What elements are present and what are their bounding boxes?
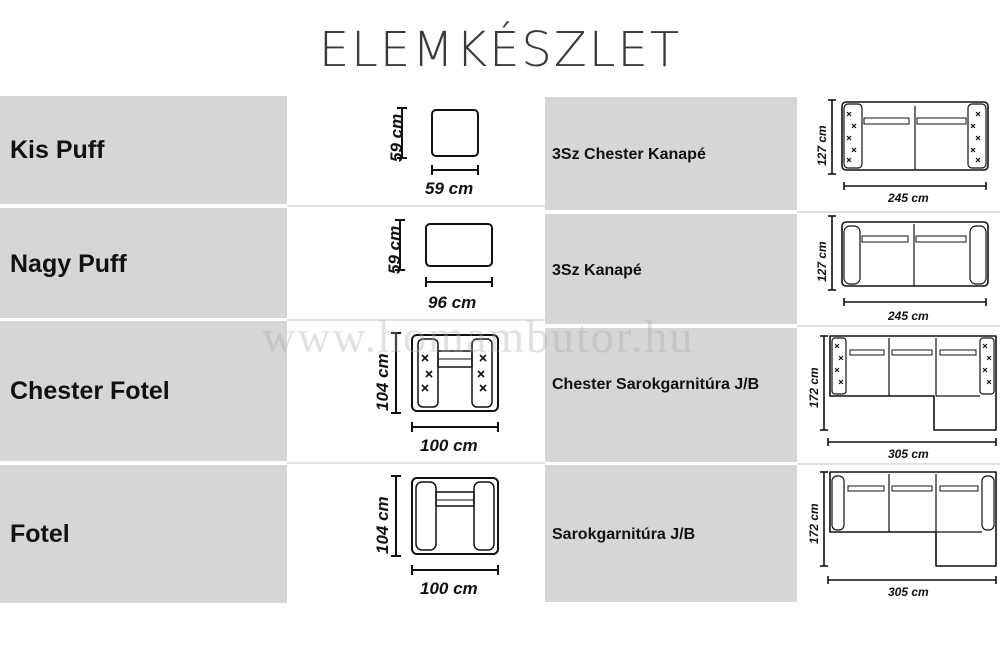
height-dimension: 59 cm: [387, 114, 406, 162]
sofa-icon: 127 cm 245 cm: [815, 215, 989, 323]
item-label-3sz-kanape: 3Sz Kanapé: [552, 262, 642, 279]
row-divider: [797, 211, 1000, 213]
right-label-cell: [545, 214, 797, 324]
item-label-sarokgarnitura: Sarokgarnitúra J/B: [552, 526, 696, 543]
height-dimension: 104 cm: [373, 353, 392, 411]
item-label-chester-sarokgarnitura: Chester Sarokgarnitúra J/B: [552, 376, 760, 393]
height-dimension: 127 cm: [815, 241, 829, 282]
right-label-cell: [545, 465, 797, 602]
item-label-kis-puff: Kis Puff: [10, 136, 105, 164]
left-label-cell: [0, 96, 287, 204]
row-divider: [287, 205, 545, 207]
width-dimension: 245 cm: [887, 309, 929, 323]
height-dimension: 172 cm: [807, 503, 821, 544]
item-label-nagy-puff: Nagy Puff: [10, 250, 127, 278]
height-dimension: 104 cm: [373, 496, 392, 554]
height-dimension: 127 cm: [815, 125, 829, 166]
left-label-cell: [0, 208, 287, 318]
pouf-small-icon: 59 cm 59 cm: [387, 107, 479, 198]
width-dimension: 59 cm: [425, 179, 473, 198]
height-dimension: 59 cm: [385, 226, 404, 274]
row-divider: [287, 319, 545, 321]
width-dimension: 100 cm: [420, 436, 478, 455]
watermark: www.homambutor.hu: [262, 311, 695, 362]
page-title: ELEMKÉSZLET: [318, 22, 682, 78]
chester-sofa-icon: 127 cm 245 cm: [815, 99, 989, 205]
width-dimension: 305 cm: [888, 585, 929, 599]
width-dimension: 245 cm: [887, 191, 929, 205]
right-label-cell: [545, 97, 797, 210]
left-label-cell: [0, 465, 287, 603]
chester-corner-sofa-icon: 172 cm 305 cm: [807, 335, 997, 461]
armchair-icon: 104 cm 100 cm: [373, 475, 499, 598]
chester-armchair-icon: 104 cm 100 cm: [373, 332, 499, 455]
left-label-cell: [0, 321, 287, 461]
item-label-3sz-chester-kanape: 3Sz Chester Kanapé: [552, 146, 706, 163]
item-label-chester-fotel: Chester Fotel: [10, 377, 170, 405]
right-label-cell: [545, 328, 797, 462]
item-label-fotel: Fotel: [10, 520, 70, 548]
row-divider: [797, 463, 1000, 465]
pouf-large-icon: 59 cm 96 cm: [385, 219, 493, 312]
width-dimension: 100 cm: [420, 579, 478, 598]
row-divider: [287, 462, 545, 464]
row-divider: [797, 325, 1000, 327]
height-dimension: 172 cm: [807, 367, 821, 408]
corner-sofa-icon: 172 cm 305 cm: [807, 471, 997, 599]
width-dimension: 305 cm: [888, 447, 929, 461]
width-dimension: 96 cm: [428, 293, 476, 312]
